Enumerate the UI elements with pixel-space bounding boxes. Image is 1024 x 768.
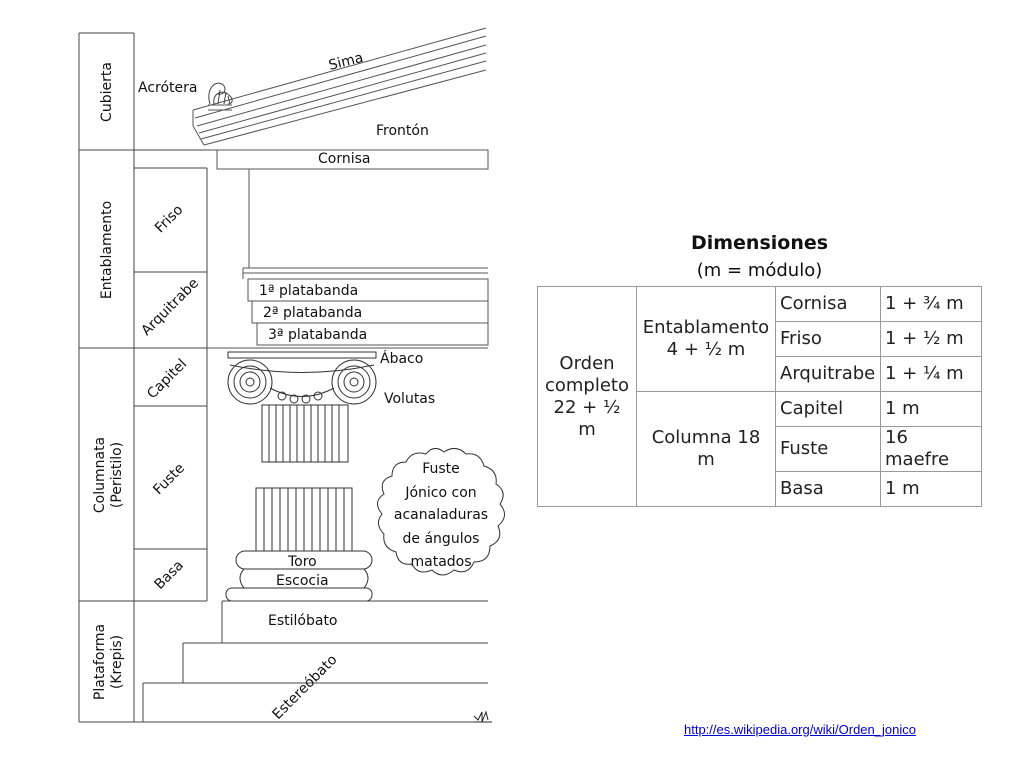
group-cubierta: Cubierta bbox=[99, 62, 115, 122]
platform-steps bbox=[134, 600, 488, 723]
part-cell: Basa bbox=[775, 471, 881, 507]
label-sima: Sima bbox=[327, 50, 365, 74]
value-cell: 1 + ½ m bbox=[880, 321, 982, 357]
label-cornisa: Cornisa bbox=[318, 151, 371, 167]
ionic-order-diagram: Cubierta Entablamento Columnata (Peristi… bbox=[78, 27, 505, 723]
part-cell: Friso bbox=[775, 321, 881, 357]
callout-line-3: acanaladuras bbox=[394, 507, 488, 523]
label-fronton: Frontón bbox=[376, 123, 429, 139]
value-cell: 1 m bbox=[880, 391, 982, 427]
label-estilobato: Estilóbato bbox=[268, 613, 338, 629]
shaft-upper bbox=[261, 404, 349, 463]
frieze bbox=[242, 169, 488, 279]
value-cell: 1 + ¾ m bbox=[880, 286, 982, 322]
label-platabanda-1: 1ª platabanda bbox=[259, 283, 358, 299]
cornice bbox=[210, 149, 489, 170]
table-row: Basa 1 m bbox=[538, 471, 982, 507]
signature-mark bbox=[473, 710, 492, 723]
acroterion-ornament bbox=[208, 82, 233, 105]
group-peristilo: (Peristilo) bbox=[109, 442, 125, 508]
part-cell: Capitel bbox=[775, 391, 881, 427]
shaft-lower bbox=[255, 487, 353, 552]
label-columns bbox=[78, 32, 210, 723]
table-row: Columna 18 m Capitel 1 m bbox=[538, 391, 982, 507]
architrave bbox=[207, 278, 489, 349]
source-link[interactable]: http://es.wikipedia.org/wiki/Orden_jonic… bbox=[684, 722, 916, 737]
group-columnata: Columnata bbox=[92, 437, 108, 513]
value-cell: 1 m bbox=[880, 471, 982, 507]
table-row: Fuste 16 maefre bbox=[538, 426, 982, 472]
table-title: Dimensiones bbox=[690, 232, 829, 254]
callout-line-1: Fuste bbox=[422, 461, 460, 477]
part-fuste: Fuste bbox=[150, 460, 188, 498]
part-cell: Cornisa bbox=[775, 286, 881, 322]
callout-cloud bbox=[377, 448, 505, 576]
label-estereobato: Estereóbato bbox=[270, 652, 341, 723]
label-acrotera: Acrótera bbox=[138, 80, 197, 96]
group-plataforma: Plataforma bbox=[92, 624, 108, 700]
callout-line-5: matados bbox=[410, 554, 471, 570]
label-platabanda-2: 2ª platabanda bbox=[263, 305, 362, 321]
dimensions-table: Orden completo 22 + ½ m Entablamento 4 +… bbox=[537, 286, 982, 507]
callout-line-4: de ángulos bbox=[403, 531, 480, 547]
label-toro: Toro bbox=[287, 554, 317, 570]
label-volutas: Volutas bbox=[384, 391, 435, 407]
table-row: Arquitrabe 1 + ¼ m bbox=[538, 356, 982, 392]
part-cell: Fuste bbox=[775, 426, 881, 472]
part-arquitrabe: Arquitrabe bbox=[138, 275, 202, 339]
group-entablamento: Entablamento bbox=[99, 201, 115, 299]
pediment bbox=[192, 27, 487, 146]
orden-cell: Orden completo 22 + ½ m bbox=[537, 286, 637, 507]
capital bbox=[227, 351, 377, 405]
part-cell: Arquitrabe bbox=[775, 356, 881, 392]
table-subtitle: (m = módulo) bbox=[696, 260, 823, 281]
part-basa: Basa bbox=[151, 557, 186, 592]
columna-cell: Columna 18 m bbox=[636, 391, 776, 507]
part-friso: Friso bbox=[152, 202, 186, 236]
value-cell: 16 maefre bbox=[880, 426, 982, 472]
label-platabanda-3: 3ª platabanda bbox=[268, 327, 367, 343]
callout-line-2: Jónico con bbox=[404, 485, 476, 501]
entablamento-cell: Entablamento 4 + ½ m bbox=[636, 286, 776, 392]
part-capitel: Capitel bbox=[144, 356, 190, 402]
label-escocia: Escocia bbox=[276, 573, 329, 589]
group-krepis: (Krepis) bbox=[109, 635, 125, 689]
table-row: Orden completo 22 + ½ m Entablamento 4 +… bbox=[537, 286, 982, 507]
label-abaco: Ábaco bbox=[380, 350, 423, 367]
value-cell: 1 + ¼ m bbox=[880, 356, 982, 392]
